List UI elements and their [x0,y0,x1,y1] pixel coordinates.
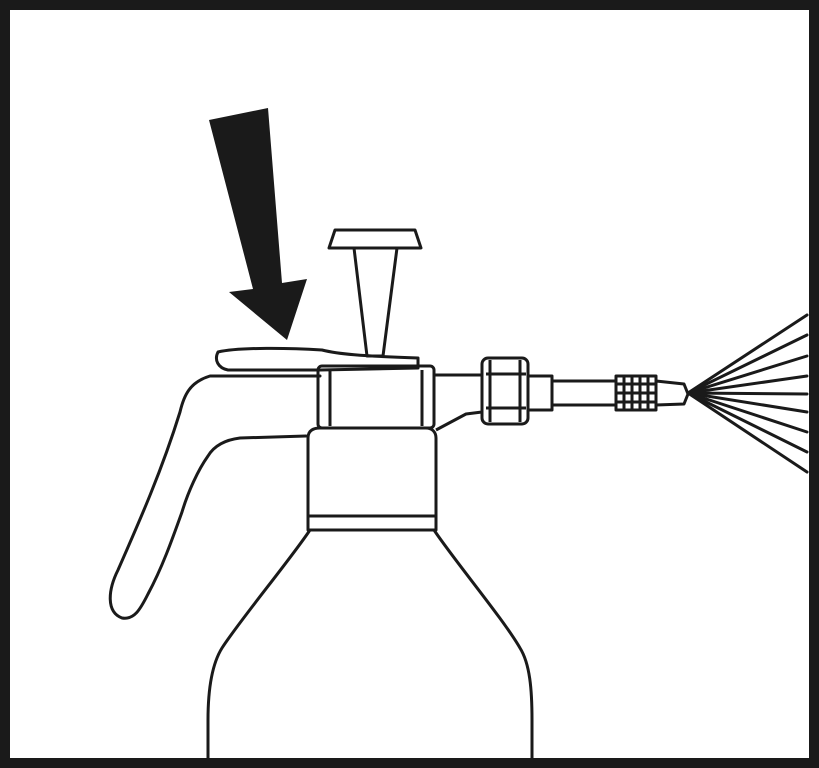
spray-mist-icon [686,313,809,474]
down-arrow-icon [209,108,307,340]
nozzle-assembly [434,356,690,432]
pump-plunger [327,228,423,358]
trigger-handle [108,346,420,620]
pump-head [316,364,436,430]
sprayer-bottle-icon [206,426,534,758]
